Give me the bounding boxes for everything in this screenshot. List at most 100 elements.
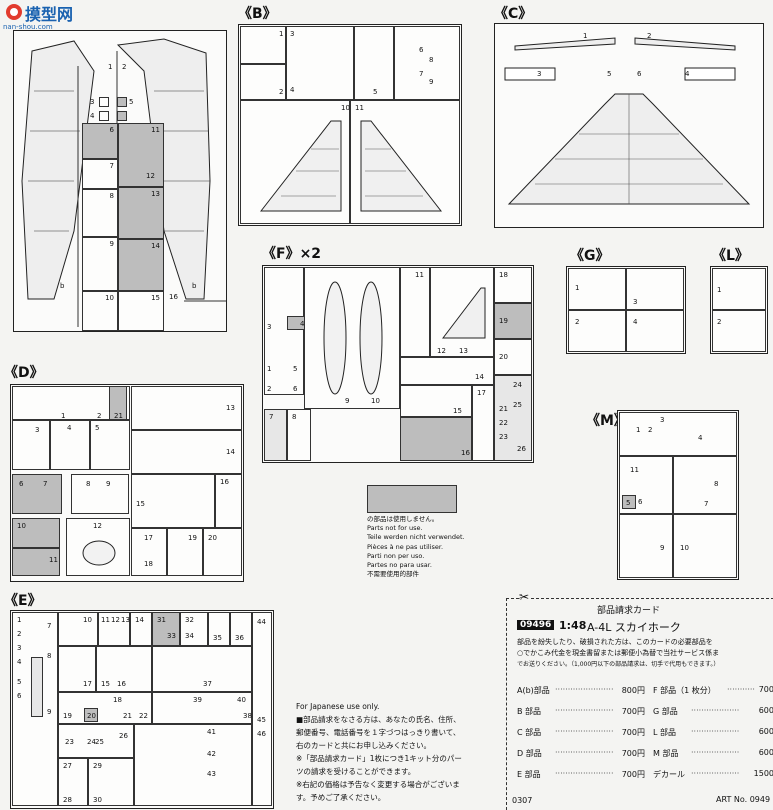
sprue-f-num-2: 2 — [267, 385, 272, 393]
section-header-d: 《D》 — [4, 365, 44, 381]
sprue-e-part-35: 35 — [208, 612, 230, 646]
sprue-a-part-7: 7 — [82, 159, 118, 189]
japanese-note-line-4: ※「部品請求カード」1枚につき1キット分のパー — [296, 754, 462, 763]
sprue-m-part-10: 10 — [673, 514, 737, 578]
sprue-d-part-15: 15 — [131, 474, 215, 528]
sprue-g-part-4: 4 — [626, 310, 684, 352]
sprue-m-part-7-8: 7 8 — [673, 456, 737, 514]
sprue-f-tanks: 9 10 — [304, 267, 400, 409]
sprue-f-col-1 — [264, 267, 304, 395]
sprue-e-part-14: 14 — [130, 612, 152, 646]
site-watermark: 摸型网 nan-shou.com — [1, 1, 77, 31]
sprue-m-parts-1-4: 1 2 3 4 — [619, 412, 737, 456]
sprue-b-cell-2: 2 — [240, 64, 286, 100]
sprue-b-wing-right: 11 — [350, 100, 460, 224]
order-card-left-list: A(b)部品·······················800円 B 部品··… — [517, 685, 645, 790]
footer-code: 0307 — [512, 796, 533, 805]
order-row: F 部品（1 枚分）···········700 — [653, 685, 773, 695]
japanese-note-line-5: ツの請求を受けることができます。 — [296, 767, 416, 776]
legend-line-3: Teile werden nicht verwendet. — [367, 533, 465, 542]
japanese-note-line-6: ※右記の価格は予告なく変更する場合がございま — [296, 780, 460, 789]
japanese-note-line-3: 右のカードと共にお申し込みください。 — [296, 741, 431, 750]
sprue-e-frame: 1 2 3 4 5 6 7 8 9 10 11 12 13 14 31 32 3… — [10, 610, 274, 809]
sprue-d-part-14: 14 — [131, 430, 242, 474]
sprue-a-part-4 — [99, 111, 109, 121]
sprue-f-frame: 4 3 1 2 5 6 7 8 9 10 11 12 13 14 15 16 1… — [262, 265, 534, 463]
sprue-f-part-8: 8 — [287, 409, 311, 461]
sprue-a-part-10: 10 — [82, 291, 118, 331]
sprue-d-part-21: 21 — [109, 386, 127, 420]
sprue-a-part-5 — [117, 97, 127, 107]
section-header-l: 《L》 — [712, 248, 749, 264]
sprue-a-num-4: 4 — [90, 112, 95, 120]
order-row: M 部品···················600 — [653, 748, 773, 758]
sprue-e-parts-27-28: 27 28 — [58, 758, 88, 806]
sprue-a-part-8: 8 — [82, 189, 118, 237]
sprue-d-part-5: 5 — [90, 420, 130, 470]
order-card-right-list: F 部品（1 枚分）···········700 G 部品···········… — [653, 685, 773, 790]
legend-line-4: Pièces à ne pas utiliser. — [367, 542, 444, 551]
sprue-e-part-15-16: 15 16 — [96, 646, 152, 692]
sprue-g-frame: 1 3 2 4 — [566, 266, 686, 354]
sprue-a-part-11: 11 — [118, 123, 164, 187]
order-row: L 部品···················600 — [653, 727, 773, 737]
sprue-a-gate-b1: b — [60, 282, 65, 290]
sprue-c-num-3: 3 — [537, 70, 542, 78]
sprue-c-num-5: 5 — [607, 70, 612, 78]
sprue-e-parts-41-43: 41 42 43 — [134, 724, 252, 806]
sprue-c-num-4: 4 — [685, 70, 690, 78]
order-card-model: A-4L スカイホーク — [587, 621, 681, 634]
sprue-d-part-17-18: 17 18 — [131, 528, 167, 576]
order-card-code: 09496 — [517, 620, 555, 630]
sprue-g-part-2: 2 — [568, 310, 626, 352]
section-header-c: 《C》 — [494, 6, 533, 22]
sprue-a-part-15: 15 — [118, 291, 164, 331]
sprue-d-part-11: 11 — [12, 548, 60, 576]
sprue-b-wing-left: 10 — [240, 100, 350, 224]
sprue-e-parts-18-22: 19 18 21 22 — [58, 692, 152, 724]
scissors-icon: ✂ — [519, 590, 530, 604]
sprue-f-part-14: 14 — [400, 357, 494, 385]
section-header-g: 《G》 — [570, 248, 610, 264]
sprue-l-frame: 1 2 — [710, 266, 768, 354]
sprue-f-part-12-13: 12 13 — [430, 267, 494, 357]
sprue-e-part-11-13: 11 12 13 — [98, 612, 130, 646]
sprue-c-drawing — [504, 37, 751, 205]
sprue-l-part-1: 1 — [712, 268, 766, 310]
sprue-d-part-20: 20 — [203, 528, 242, 576]
sprue-b-cell-1: 1 — [240, 26, 286, 64]
sprue-b-cell-5: 5 — [354, 26, 394, 100]
sprue-d-frame: 1 2 21 3 4 5 6 7 8 9 10 11 12 13 14 15 1… — [10, 384, 244, 582]
sprue-m-frame: 1 2 3 4 11 5 6 7 8 9 10 — [617, 410, 739, 580]
section-header-e: 《E》 — [4, 593, 42, 609]
sprue-l-part-2: 2 — [712, 310, 766, 352]
sprue-a-part-9: 9 — [82, 237, 118, 291]
sprue-a-part-6: 6 — [82, 123, 118, 159]
sprue-a-part-14: 14 — [118, 239, 164, 291]
sprue-b-cell-6-9: 6 7 8 9 — [394, 26, 460, 100]
sprue-m-part-5: 5 — [622, 495, 636, 509]
legend-line-6: Partes no para usar. — [367, 561, 432, 570]
legend-line-5: Parti non per uso. — [367, 551, 425, 560]
legend-text: の部品は使用しません。 Parts not for use. Teile wer… — [367, 515, 467, 579]
sprue-m-num-6: 6 — [638, 498, 643, 506]
sprue-d-part-3: 3 — [12, 420, 50, 470]
order-card: ✂ 部品請求カード 09496 1:48 A-4L スカイホーク 部品を紛失した… — [506, 590, 773, 810]
sprue-a-part-3 — [99, 97, 109, 107]
sprue-g-part-3: 3 — [626, 268, 684, 310]
sprue-f-part-21-26: 24 25 21 22 23 26 — [494, 375, 532, 461]
sprue-f-num-1: 1 — [267, 365, 272, 373]
sprue-e-parts-38-40: 39 40 38 — [152, 692, 252, 724]
sprue-a-num-5: 5 — [129, 98, 134, 106]
sprue-a-num-16: 16 — [169, 293, 178, 301]
section-header-b: 《B》 — [238, 6, 277, 22]
legend-line-7: 不需要使用的部件 — [367, 570, 419, 579]
sprue-g-part-1: 1 — [568, 268, 626, 310]
legend-line-1: の部品は使用しません。 — [367, 515, 439, 523]
sprue-f-num-6: 6 — [293, 385, 298, 393]
watermark-site-name: 摸型网 — [25, 5, 74, 24]
sprue-e-parts-29-30: 29 30 — [88, 758, 134, 806]
sprue-e-strut — [31, 657, 43, 717]
japanese-note-line-7: す。予めご了承ください。 — [296, 793, 386, 802]
sprue-a-num-1: 1 — [108, 63, 113, 71]
